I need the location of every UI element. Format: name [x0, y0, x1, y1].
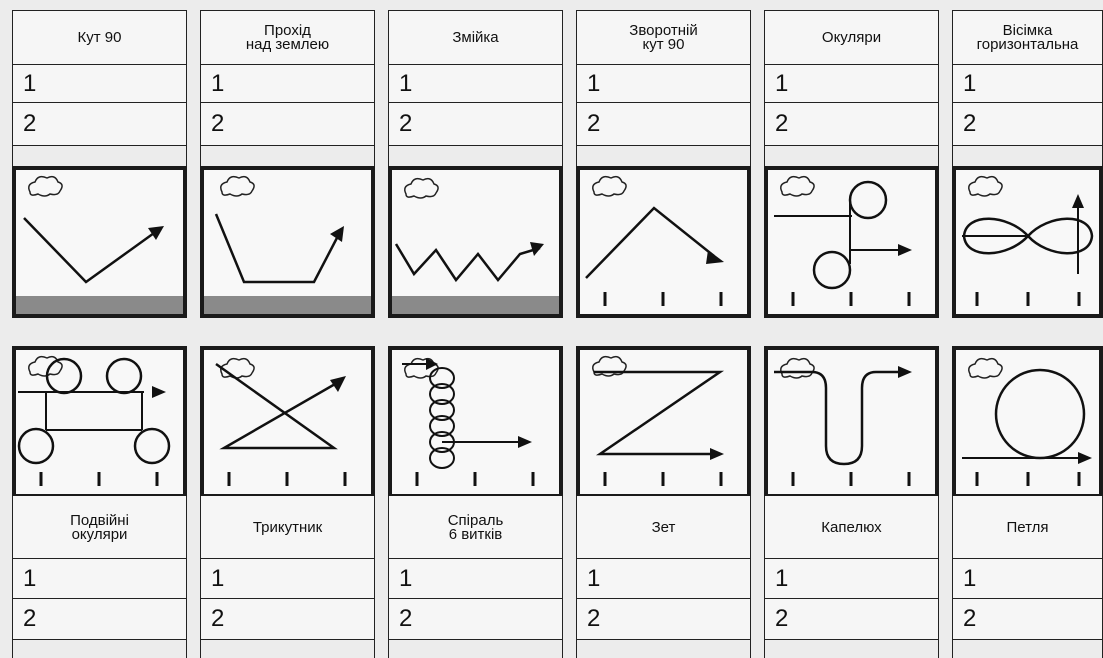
cloud-icon	[969, 177, 1002, 196]
figure-title-bottom: Петля	[952, 496, 1103, 560]
score-row-2[interactable]: 2	[952, 102, 1103, 146]
score-row-1[interactable]: 1	[576, 64, 751, 104]
diagram-hat	[764, 346, 939, 498]
cloud-icon	[405, 179, 438, 198]
score-row-1[interactable]: 1	[388, 558, 563, 600]
score-row-2[interactable]: 2	[576, 102, 751, 146]
figure-title-bottom: Трикутник	[200, 496, 375, 560]
arrow-head	[530, 242, 544, 256]
diagram-snake	[388, 166, 563, 318]
score-row-1[interactable]: 1	[764, 64, 939, 104]
flight-path	[216, 214, 339, 282]
score-row-1[interactable]: 1	[764, 558, 939, 600]
flight-path	[586, 208, 714, 278]
flight-path	[396, 244, 540, 280]
figure-title-top: Змійка	[388, 10, 563, 66]
score-row-1[interactable]: 1	[200, 64, 375, 104]
score-row-1[interactable]: 1	[12, 558, 187, 600]
score-row-2[interactable]: 2	[952, 598, 1103, 640]
arrow-head	[706, 250, 724, 264]
diagram-glasses	[764, 166, 939, 318]
score-row-1[interactable]: 1	[388, 64, 563, 104]
arrow-head	[898, 244, 912, 256]
cloud-icon	[781, 177, 814, 196]
score-row-1[interactable]: 1	[200, 558, 375, 600]
flight-path	[216, 364, 342, 448]
score-row-2[interactable]: 2	[388, 598, 563, 640]
arrow-head	[152, 386, 166, 398]
diagram-pass-over-ground	[200, 166, 375, 318]
cloud-icon	[969, 359, 1002, 378]
arrow-head	[710, 448, 724, 460]
loop-circle	[996, 370, 1084, 458]
score-row-1[interactable]: 1	[952, 64, 1103, 104]
score-row-2[interactable]: 2	[388, 102, 563, 146]
figure-title-top: Кут 90	[12, 10, 187, 66]
diagram-spiral-6	[388, 346, 563, 498]
diagram-horizontal-eight	[952, 166, 1103, 318]
diagram-triangle	[200, 346, 375, 498]
ground-strip	[16, 296, 183, 314]
figure-title-bottom: Зет	[576, 496, 751, 560]
cloud-icon	[221, 359, 254, 378]
score-row-1[interactable]: 1	[12, 64, 187, 104]
cloud-icon	[29, 177, 62, 196]
score-row-2[interactable]: 2	[764, 598, 939, 640]
flight-path	[24, 218, 161, 282]
score-row-2[interactable]: 2	[12, 598, 187, 640]
flight-path	[594, 372, 720, 454]
cloud-icon	[781, 359, 814, 378]
arrow-head	[518, 436, 532, 448]
score-row-2[interactable]: 2	[200, 598, 375, 640]
arrow-head	[330, 376, 346, 392]
score-row-1[interactable]: 1	[952, 558, 1103, 600]
flight-path	[774, 372, 900, 464]
diagram-angle-90	[12, 166, 187, 318]
arrow-head	[1078, 452, 1092, 464]
diagram-double-glasses	[12, 346, 187, 498]
diagram-reverse-angle-90	[576, 166, 751, 318]
cloud-icon	[593, 177, 626, 196]
figure-title-bottom: Капелюх	[764, 496, 939, 560]
arrow-head	[1072, 194, 1084, 208]
diagram-loop	[952, 346, 1103, 498]
score-row-2[interactable]: 2	[200, 102, 375, 146]
diagram-z	[576, 346, 751, 498]
score-row-1[interactable]: 1	[576, 558, 751, 600]
score-row-2[interactable]: 2	[764, 102, 939, 146]
arrow-head	[898, 366, 912, 378]
score-row-2[interactable]: 2	[576, 598, 751, 640]
ground-strip	[204, 296, 371, 314]
score-row-2[interactable]: 2	[12, 102, 187, 146]
cloud-icon	[221, 177, 254, 196]
arrow-head	[148, 226, 164, 240]
ground-strip	[392, 296, 559, 314]
figure-title-top: Окуляри	[764, 10, 939, 66]
